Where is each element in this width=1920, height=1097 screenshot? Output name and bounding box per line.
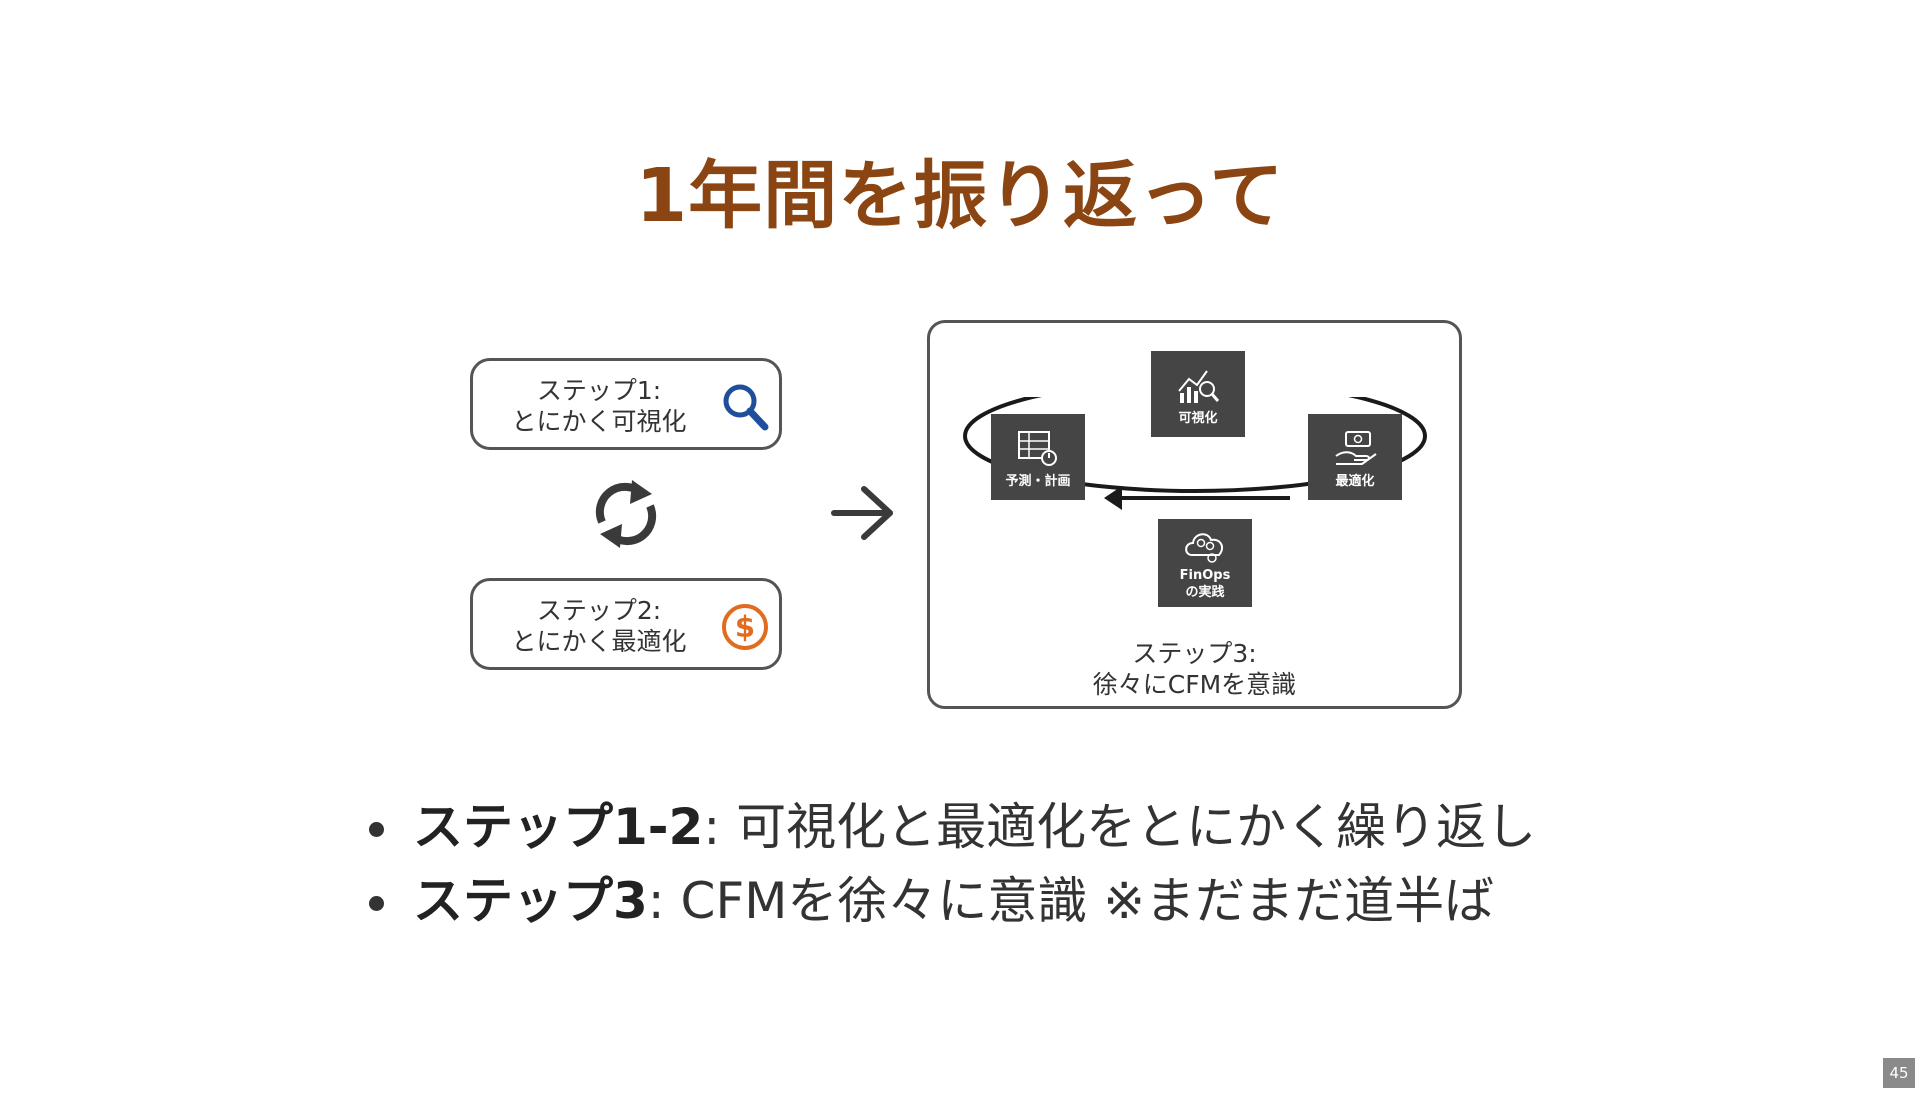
dollar-coin-icon: $ (722, 604, 768, 650)
bullet-text: : 可視化と最適化をとにかく繰り返し (703, 798, 1537, 856)
tile-finops-line1: FinOps (1179, 568, 1231, 583)
step3-label: ステップ3: (1132, 639, 1257, 668)
step1-box: ステップ1: とにかく可視化 (470, 358, 782, 450)
refresh-icon (595, 480, 657, 548)
tile-forecast: 予測・計画 (991, 414, 1085, 500)
bullet-item: ステップ1-2: 可視化と最適化をとにかく繰り返し (365, 790, 1536, 864)
tile-optimize: 最適化 (1308, 414, 1402, 500)
hand-money-icon (1335, 431, 1377, 465)
slide-title: 1年間を振り返って (635, 153, 1285, 239)
step2-text: ステップ2: とにかく最適化 (473, 595, 725, 657)
step2-box: ステップ2: とにかく最適化 $ (470, 578, 782, 670)
tile-optimize-label: 最適化 (1335, 474, 1375, 489)
plan-chart-icon (1018, 431, 1057, 466)
tile-forecast-label: 予測・計画 (1005, 474, 1071, 489)
chart-search-icon (1178, 370, 1220, 403)
bullet-dot (369, 896, 384, 911)
page-number: 45 (1883, 1058, 1915, 1088)
step3-description: 徐々にCFMを意識 (1092, 670, 1297, 699)
bullet-text: : CFMを徐々に意識 ※まだまだ道半ば (647, 872, 1495, 930)
step2-label: ステップ2: (536, 596, 662, 625)
step1-description: とにかく可視化 (511, 407, 687, 436)
tile-finops-label: FinOps の実践 (1158, 567, 1252, 601)
step2-description: とにかく最適化 (511, 627, 687, 656)
tile-visualize: 可視化 (1151, 351, 1245, 437)
step3-box: 可視化 予測・計画 最適化 FinOps の実践 (927, 320, 1462, 709)
cloud-people-icon (1185, 533, 1223, 563)
arrow-right-icon (831, 486, 893, 540)
magnifier-icon (723, 384, 769, 431)
tile-finops-line2: の実践 (1185, 585, 1225, 600)
bullet-item: ステップ3: CFMを徐々に意識 ※まだまだ道半ば (365, 864, 1536, 938)
svg-text:$: $ (735, 610, 755, 644)
step1-label: ステップ1: (536, 376, 662, 405)
tile-finops: FinOps の実践 (1158, 519, 1252, 607)
bullet-list: ステップ1-2: 可視化と最適化をとにかく繰り返し ステップ3: CFMを徐々に… (365, 790, 1536, 938)
bullet-label: ステップ3 (413, 872, 648, 930)
bullet-dot (369, 822, 384, 837)
step1-text: ステップ1: とにかく可視化 (473, 375, 725, 437)
tile-visualize-label: 可視化 (1178, 411, 1218, 426)
bullet-label: ステップ1-2 (413, 798, 704, 856)
step3-text: ステップ3: 徐々にCFMを意識 (930, 638, 1459, 700)
